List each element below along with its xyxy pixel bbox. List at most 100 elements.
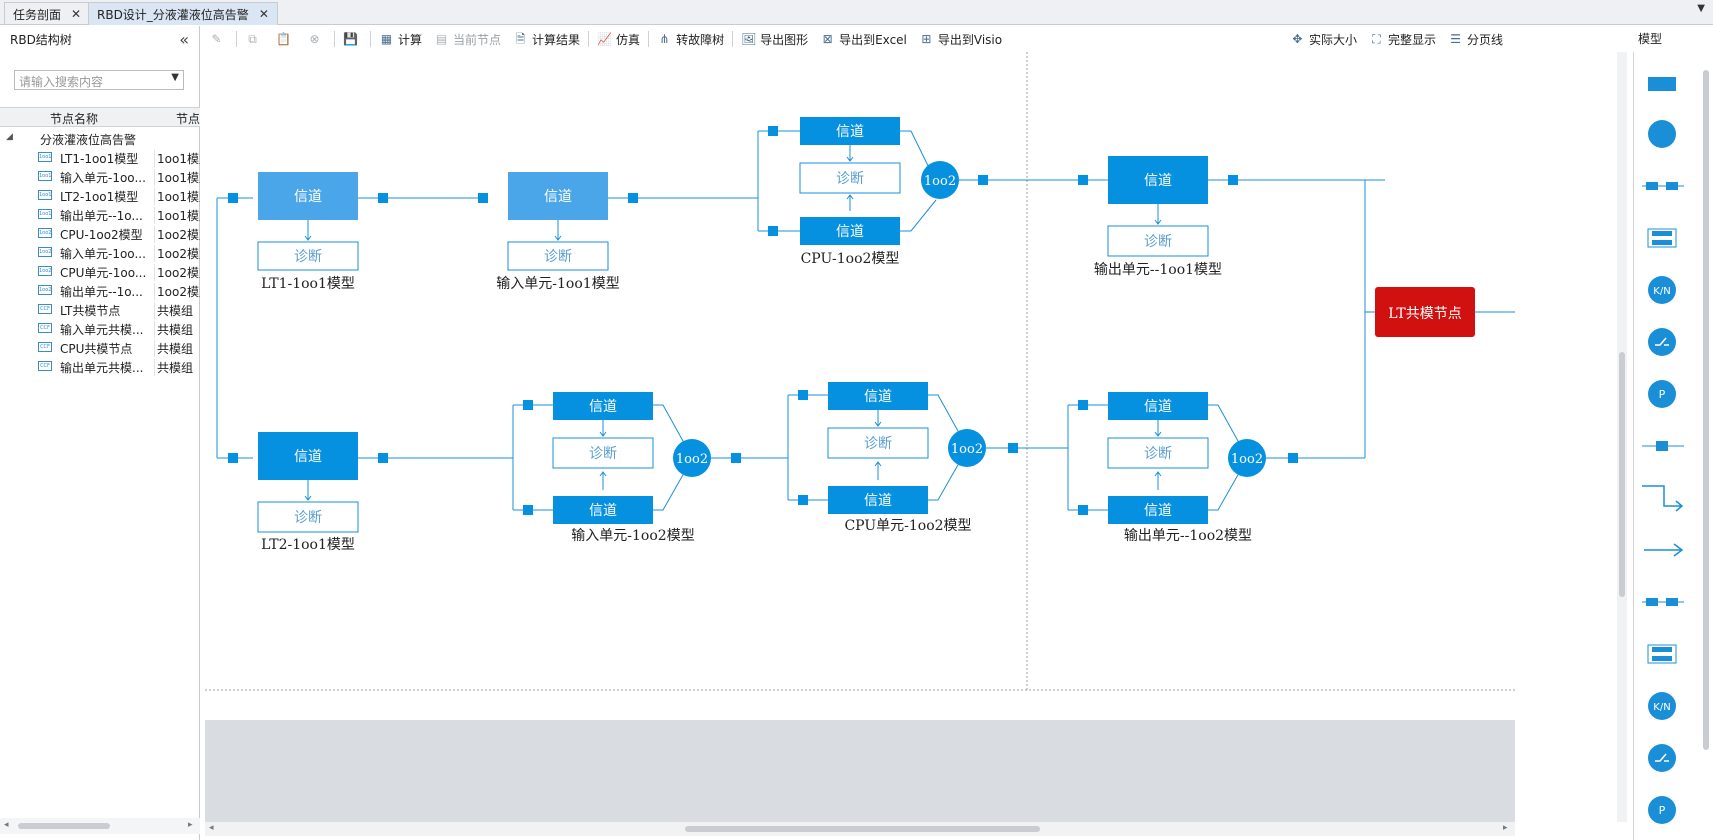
left-horizontal-scrollbar[interactable]: ◂ ▸ [0, 818, 200, 834]
connection-port[interactable] [378, 193, 388, 203]
palette-parallel-icon[interactable] [1652, 647, 1672, 652]
palette-series-icon[interactable] [1666, 182, 1678, 190]
diagnosis-block[interactable] [827, 427, 929, 459]
paste-button[interactable]: 📋 [276, 32, 295, 46]
delete-button[interactable]: ⊗ [307, 32, 326, 46]
palette-block-icon[interactable] [1648, 77, 1676, 91]
vote-node[interactable] [673, 439, 711, 477]
palette-parallel-icon[interactable] [1647, 228, 1677, 248]
column-header-name[interactable]: 节点名称 [50, 112, 99, 126]
connection-port[interactable] [1078, 505, 1088, 515]
connection-port[interactable] [768, 226, 778, 236]
vote-node[interactable] [921, 161, 959, 199]
connection-port[interactable] [628, 193, 638, 203]
close-icon[interactable]: ✕ [258, 7, 269, 21]
scrollbar-thumb[interactable] [1703, 70, 1709, 750]
connection-port[interactable] [1078, 175, 1088, 185]
toolbar-button[interactable]: ⊞导出到Visio [919, 31, 1002, 48]
copy-button[interactable]: ⧉ [245, 32, 264, 46]
connection-port[interactable] [768, 126, 778, 136]
toolbar-button[interactable]: ⊠导出到Excel [820, 31, 907, 48]
palette-p-label[interactable]: P [1659, 804, 1666, 817]
save-button[interactable]: 💾 [343, 32, 362, 46]
connection-port[interactable] [731, 453, 741, 463]
connection-port[interactable] [228, 193, 238, 203]
channel-block[interactable] [828, 486, 928, 514]
connection-port[interactable] [1008, 443, 1018, 453]
palette-p-icon[interactable] [1648, 796, 1676, 824]
edit-button[interactable]: ✎ [209, 32, 228, 46]
tab-mission-profile[interactable]: 任务剖面 ✕ [4, 2, 91, 25]
connection-port[interactable] [978, 175, 988, 185]
expand-caret-icon[interactable]: ◢ [6, 132, 13, 142]
toolbar-right-button[interactable]: ⛶完整显示 [1369, 31, 1436, 48]
connection-port[interactable] [228, 453, 238, 463]
search-input[interactable]: 请输入搜索内容 ▼ [14, 70, 184, 90]
palette-kn-label[interactable]: K/N [1653, 286, 1670, 297]
channel-block[interactable] [800, 117, 900, 145]
connection-port[interactable] [378, 453, 388, 463]
connection-port[interactable] [798, 390, 808, 400]
palette-switch-icon[interactable] [1655, 753, 1669, 762]
chevron-down-icon[interactable]: ▼ [1697, 3, 1705, 14]
canvas-horizontal-scrollbar[interactable]: ◂ ▸ [205, 822, 1515, 836]
palette-series-icon[interactable] [1666, 598, 1678, 606]
connection-port[interactable] [798, 495, 808, 505]
toolbar-button[interactable]: ▤当前节点 [434, 31, 501, 48]
channel-block[interactable] [1108, 392, 1208, 420]
toolbar-button[interactable]: 🖼导出图形 [741, 31, 808, 48]
channel-block[interactable] [258, 432, 358, 480]
scrollbar-thumb[interactable] [1619, 352, 1625, 597]
diagnosis-block[interactable] [799, 162, 901, 194]
palette-vertical-scrollbar[interactable] [1702, 60, 1710, 830]
scroll-right-icon[interactable]: ▸ [1503, 823, 1508, 833]
palette-arrow-icon[interactable] [1644, 543, 1684, 557]
column-header-type[interactable]: 节点 [176, 112, 201, 126]
connection-port[interactable] [523, 400, 533, 410]
tree-root-row[interactable]: ◢ 分液灌液位高告警 [0, 129, 200, 148]
palette-circle-icon[interactable] [1648, 120, 1676, 148]
diagnosis-block[interactable] [257, 241, 359, 271]
palette-kn-icon[interactable] [1648, 692, 1676, 720]
channel-block[interactable] [828, 382, 928, 410]
channel-block[interactable] [1108, 496, 1208, 524]
connection-port[interactable] [523, 505, 533, 515]
canvas-vertical-scrollbar[interactable] [1617, 52, 1627, 822]
vote-node[interactable] [948, 429, 986, 467]
connection-port[interactable] [478, 193, 488, 203]
palette-parallel-icon[interactable] [1652, 231, 1672, 236]
palette-items[interactable]: K/NPK/NP [1634, 52, 1706, 840]
connection-port[interactable] [1288, 453, 1298, 463]
diagnosis-block[interactable] [1107, 437, 1209, 469]
close-icon[interactable]: ✕ [71, 7, 82, 21]
palette-kn-label[interactable]: K/N [1653, 702, 1670, 713]
palette-parallel-icon[interactable] [1652, 240, 1672, 245]
ccf-node-lt[interactable] [1375, 287, 1475, 337]
connection-port[interactable] [1228, 175, 1238, 185]
palette-step-icon[interactable] [1642, 485, 1684, 512]
palette-kn-icon[interactable] [1648, 276, 1676, 304]
tab-rbd-design[interactable]: RBD设计_分液灌液位高告警 ✕ [88, 2, 278, 25]
diagnosis-block[interactable] [1107, 225, 1209, 257]
palette-p-icon[interactable] [1648, 380, 1676, 408]
scrollbar-thumb[interactable] [685, 826, 1040, 832]
chevron-down-icon[interactable]: ▼ [171, 72, 179, 83]
palette-parallel-icon[interactable] [1647, 644, 1677, 664]
toolbar-button[interactable]: 🗎计算结果 [513, 31, 580, 48]
toolbar-button[interactable]: ▦计算 [379, 31, 422, 48]
palette-series-icon[interactable] [1646, 598, 1658, 606]
diagnosis-block[interactable] [552, 437, 654, 469]
